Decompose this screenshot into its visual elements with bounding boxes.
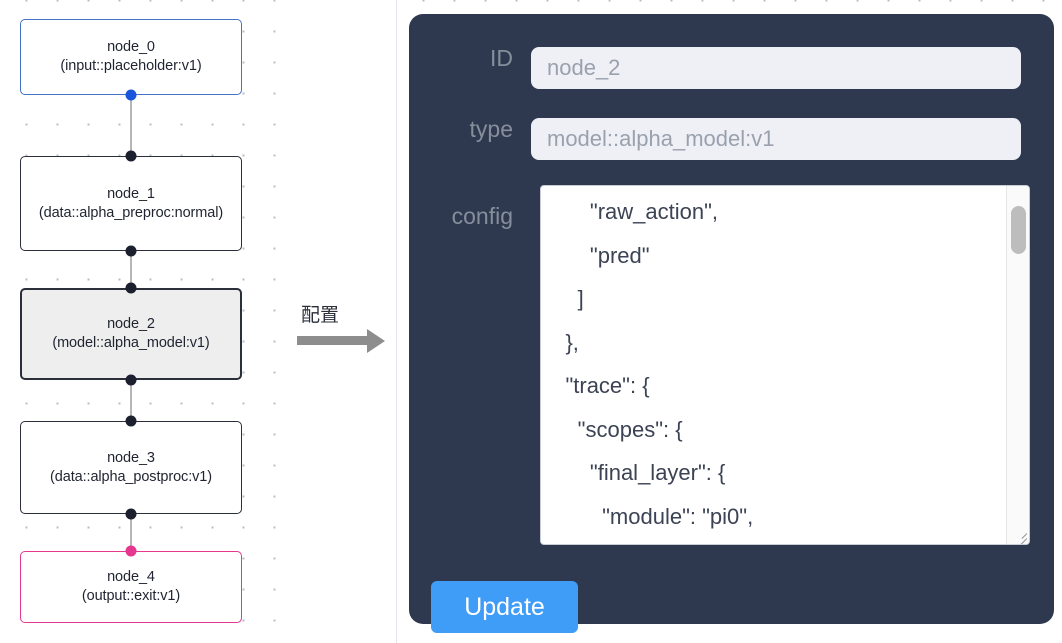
config-scrollbar-thumb[interactable] xyxy=(1011,206,1026,254)
id-input[interactable] xyxy=(531,47,1021,89)
graph-node-node_3[interactable]: node_3 (data::alpha_postproc:v1) xyxy=(20,421,242,514)
edge-node3-node4 xyxy=(130,514,132,551)
type-input[interactable] xyxy=(531,118,1021,160)
node-config-panel: ID type config "raw_action", "pred" ] },… xyxy=(409,14,1054,633)
node-id-label: node_1 xyxy=(107,185,155,202)
type-field-label: type xyxy=(469,116,513,142)
graph-node-node_2[interactable]: node_2 (model::alpha_model:v1) xyxy=(20,288,242,380)
node-type-label: (data::alpha_preproc:normal) xyxy=(38,204,224,221)
config-arrow-annotation: 配置 xyxy=(297,300,392,360)
field-row-type: type xyxy=(431,118,1021,160)
config-textarea-wrapper[interactable]: "raw_action", "pred" ] }, "trace": { "sc… xyxy=(540,185,1030,545)
node-handle-node_1-bottom[interactable] xyxy=(125,245,137,257)
node-handle-node_2-top[interactable] xyxy=(125,282,137,294)
arrow-shaft xyxy=(297,336,369,345)
arrow-label: 配置 xyxy=(301,304,340,326)
edge-node1-node2 xyxy=(130,251,132,288)
node-handle-node_3-bottom[interactable] xyxy=(125,508,137,520)
arrow-head-icon xyxy=(367,328,385,353)
node-type-label: (output::exit:v1) xyxy=(81,588,181,604)
node-type-label: (model::alpha_model:v1) xyxy=(52,335,210,351)
node-type-label: (input::placeholder:v1) xyxy=(60,58,202,74)
node-id-label: node_4 xyxy=(107,569,155,585)
node-handle-node_2-bottom[interactable] xyxy=(125,374,137,386)
config-scrollbar[interactable] xyxy=(1006,186,1029,544)
node-handle-node_3-top[interactable] xyxy=(125,415,137,427)
node-handle-node_0-bottom[interactable] xyxy=(125,89,137,101)
resize-grip-icon[interactable] xyxy=(1013,528,1028,544)
id-field-label: ID xyxy=(490,45,513,71)
edge-node2-node3 xyxy=(130,380,132,421)
node-id-label: node_2 xyxy=(107,316,155,332)
node-id-label: node_3 xyxy=(107,449,155,466)
config-field-label: config xyxy=(451,203,513,229)
node-type-label: (data::alpha_postproc:v1) xyxy=(50,468,212,485)
update-button[interactable]: Update xyxy=(431,581,578,633)
graph-node-node_4[interactable]: node_4 (output::exit:v1) xyxy=(20,551,242,623)
node-id-label: node_0 xyxy=(107,39,155,55)
node-handle-node_4-top[interactable] xyxy=(125,545,137,557)
graph-node-node_0[interactable]: node_0 (input::placeholder:v1) xyxy=(20,19,242,95)
node-handle-node_1-top[interactable] xyxy=(125,150,137,162)
config-textarea[interactable]: "raw_action", "pred" ] }, "trace": { "sc… xyxy=(565,199,754,529)
field-row-id: ID xyxy=(431,47,1021,89)
edge-node0-node1 xyxy=(130,95,132,156)
graph-node-node_1[interactable]: node_1 (data::alpha_preproc:normal) xyxy=(20,156,242,251)
field-row-config: config xyxy=(431,205,531,228)
